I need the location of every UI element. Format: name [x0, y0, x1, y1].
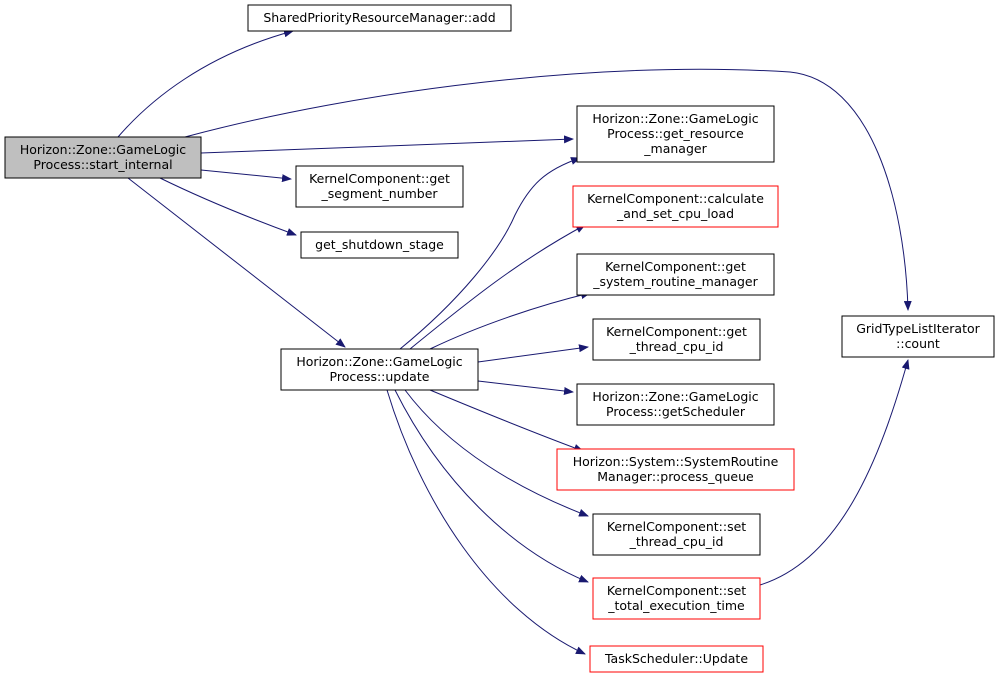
node-label-line: Horizon::Zone::GameLogic [296, 354, 462, 369]
node-get_segment_number[interactable]: KernelComponent::get_segment_number [295, 165, 464, 208]
edges-layer [117, 29, 912, 655]
node-process_queue[interactable]: Horizon::System::SystemRoutineManager::p… [556, 448, 795, 491]
edge-start_internal-to-spr_add [117, 29, 294, 138]
node-label-line: KernelComponent::set [607, 583, 746, 598]
node-get_shutdown_stage[interactable]: get_shutdown_stage [300, 231, 459, 259]
node-get_thread_cpu_id[interactable]: KernelComponent::get_thread_cpu_id [592, 318, 761, 361]
node-label-line: get_shutdown_stage [315, 237, 444, 252]
node-label-line: _thread_cpu_id [629, 339, 724, 354]
node-spr_add[interactable]: SharedPriorityResourceManager::add [247, 4, 512, 32]
node-label-line: KernelComponent::calculate [587, 191, 764, 206]
edge-start_internal-to-update [127, 177, 346, 348]
edge-update-to-ts_update [386, 389, 586, 655]
node-label-line: Manager::process_queue [597, 469, 754, 484]
node-label-line: Horizon::Zone::GameLogic [592, 389, 758, 404]
node-box [576, 105, 775, 163]
edge-update-to-get_scheduler [477, 380, 574, 395]
edge-update-to-set_thread_cpu_id [404, 389, 589, 517]
node-box [247, 4, 512, 32]
node-label-line: _manager [643, 141, 707, 156]
node-box [295, 165, 464, 208]
node-label-line: _total_execution_time [607, 598, 745, 613]
nodes-layer: Horizon::Zone::GameLogicProcess::start_i… [4, 4, 995, 673]
node-get_srm[interactable]: KernelComponent::get_system_routine_mana… [576, 253, 775, 296]
edge-set_total_exec-to-count [759, 359, 910, 586]
edge-update-to-calc_cpu_load [409, 224, 586, 350]
edge-start_internal-to-get_resource_manager [200, 135, 574, 154]
node-box [572, 185, 779, 228]
node-start_internal[interactable]: Horizon::Zone::GameLogicProcess::start_i… [4, 136, 202, 179]
edge-start_internal-to-get_shutdown_stage [159, 177, 297, 236]
node-label-line: _segment_number [320, 186, 438, 201]
node-label-line: KernelComponent::get [606, 324, 747, 339]
node-box [576, 383, 775, 426]
edge-update-to-process_queue [429, 389, 584, 452]
node-label-line: _system_routine_manager [592, 274, 758, 289]
node-label-line: _thread_cpu_id [629, 534, 724, 549]
node-label-line: _and_set_cpu_load [616, 206, 734, 221]
edge-update-to-set_total_exec [394, 389, 589, 583]
node-get_resource_manager[interactable]: Horizon::Zone::GameLogicProcess::get_res… [576, 105, 775, 163]
node-set_thread_cpu_id[interactable]: KernelComponent::set_thread_cpu_id [592, 513, 761, 556]
node-label-line: Process::getScheduler [606, 404, 746, 419]
node-label-line: ::count [896, 336, 940, 351]
node-label-line: Process::get_resource [607, 126, 744, 141]
node-get_scheduler[interactable]: Horizon::Zone::GameLogicProcess::getSche… [576, 383, 775, 426]
node-box [592, 577, 761, 620]
node-label-line: Process::update [330, 369, 430, 384]
edge-update-to-get_srm [429, 291, 591, 350]
node-label-line: Process::start_internal [33, 157, 172, 172]
node-ts_update[interactable]: TaskScheduler::Update [589, 645, 764, 673]
edge-update-to-get_resource_manager [399, 157, 581, 350]
node-label-line: SharedPriorityResourceManager::add [263, 10, 495, 25]
node-label-line: TaskScheduler::Update [604, 651, 748, 666]
node-calc_cpu_load[interactable]: KernelComponent::calculate_and_set_cpu_l… [572, 185, 779, 228]
node-box [589, 645, 764, 673]
edge-update-to-get_thread_cpu_id [477, 344, 589, 363]
node-box [4, 136, 202, 179]
node-label-line: GridTypeListIterator [856, 321, 980, 336]
node-box [280, 348, 479, 391]
edge-start_internal-to-count [184, 68, 912, 311]
node-box [300, 231, 459, 259]
node-box [592, 513, 761, 556]
node-label-line: Horizon::Zone::GameLogic [20, 142, 186, 157]
node-label-line: KernelComponent::get [605, 259, 746, 274]
node-label-line: Horizon::Zone::GameLogic [592, 111, 758, 126]
node-box [556, 448, 795, 491]
node-box [576, 253, 775, 296]
node-label-line: Horizon::System::SystemRoutine [573, 454, 779, 469]
node-set_total_exec[interactable]: KernelComponent::set_total_execution_tim… [592, 577, 761, 620]
node-count[interactable]: GridTypeListIterator::count [841, 315, 995, 358]
node-label-line: KernelComponent::set [607, 519, 746, 534]
node-label-line: KernelComponent::get [309, 171, 450, 186]
edge-start_internal-to-get_segment_number [200, 169, 292, 183]
node-box [592, 318, 761, 361]
node-box [841, 315, 995, 358]
